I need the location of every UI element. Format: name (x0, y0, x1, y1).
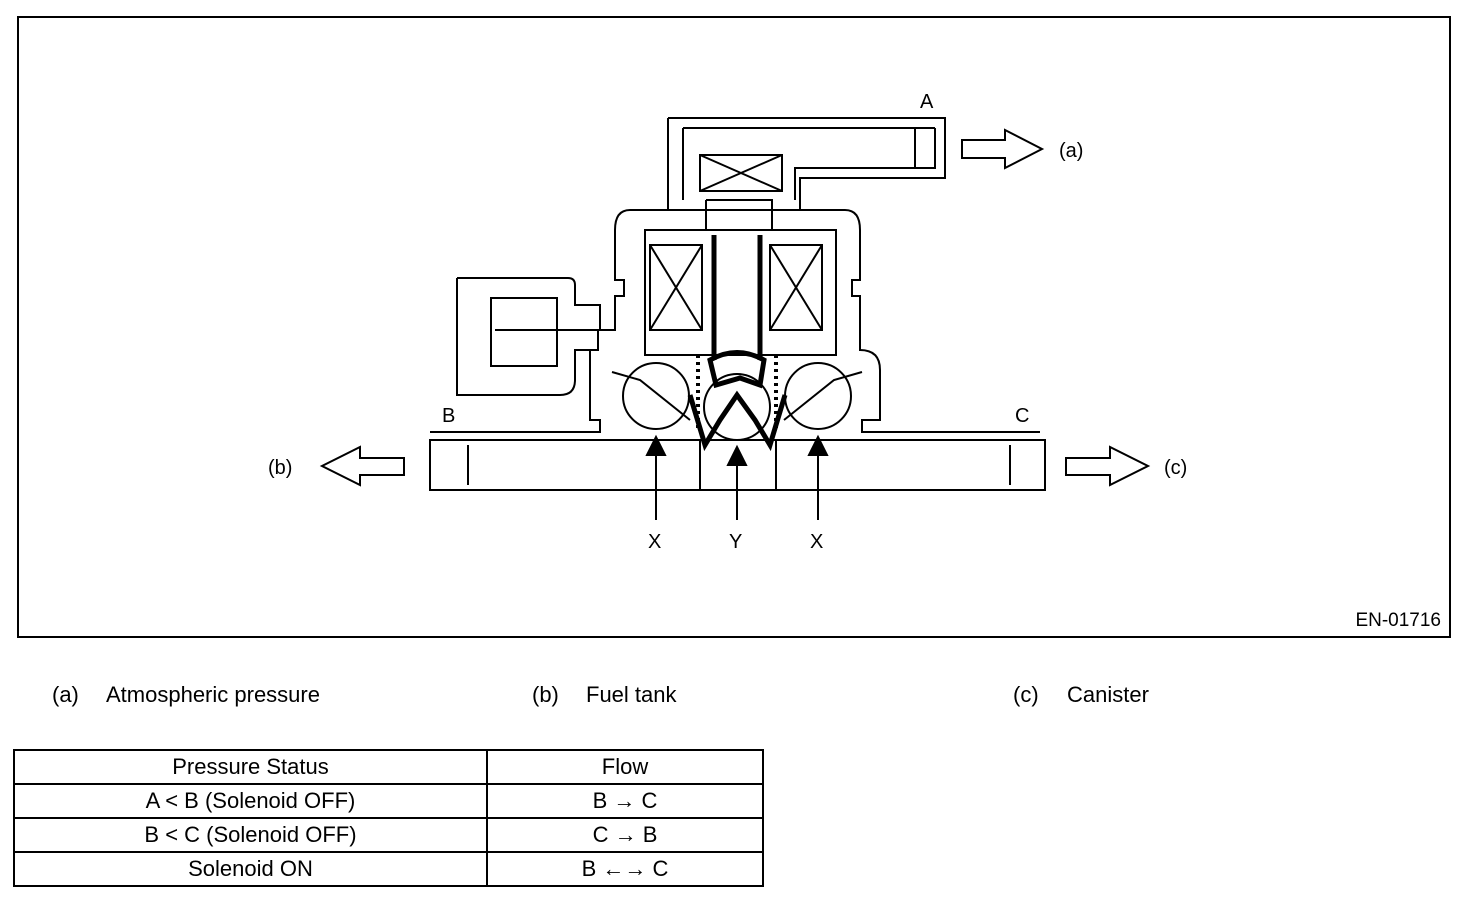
table-row: Solenoid ON B ←→ C (13, 851, 764, 887)
header-flow: Flow (486, 749, 764, 785)
table-header-row: Pressure Status Flow (13, 749, 764, 785)
legend-key: (c) (1013, 682, 1039, 707)
pointer-x-right (807, 434, 829, 520)
check-valve-center (703, 373, 771, 441)
valve-diagram: A B C (a) (b) (c) X Y X (268, 91, 1187, 553)
flow-table: Pressure Status Flow A < B (Solenoid OFF… (13, 749, 764, 887)
pipe-a (667, 117, 946, 210)
arrow-c (1065, 445, 1151, 487)
check-valve-right (783, 362, 863, 430)
legend-item-c: (c) Canister (1013, 682, 1149, 708)
legend-item-b: (b) Fuel tank (532, 682, 677, 708)
flow-cell: B ←→ C (486, 851, 764, 887)
pipe-b-c (429, 439, 1046, 491)
header-pressure-status: Pressure Status (13, 749, 488, 785)
port-a-label: A (920, 91, 934, 113)
solenoid-body (430, 199, 1040, 433)
flow-cell: C → B (486, 817, 764, 853)
top-coil (699, 154, 783, 192)
legend-text: Canister (1067, 682, 1149, 707)
pointer-x-left (645, 434, 667, 520)
legend-key: (b) (532, 682, 559, 707)
flow-c-label: (c) (1164, 457, 1187, 479)
legend-item-a: (a) Atmospheric pressure (52, 682, 320, 708)
main-coil-right (769, 244, 823, 331)
table-row: B < C (Solenoid OFF) C → B (13, 817, 764, 853)
legend-text: Atmospheric pressure (106, 682, 320, 707)
pointer-y (726, 444, 748, 520)
part-y-label: Y (729, 531, 742, 553)
table-row: A < B (Solenoid OFF) B → C (13, 783, 764, 819)
port-c-label: C (1015, 405, 1029, 427)
port-b-label: B (442, 405, 455, 427)
pressure-status-cell: A < B (Solenoid OFF) (13, 783, 488, 819)
plunger (687, 235, 788, 452)
arrow-b (319, 445, 405, 487)
figure-code: EN-01716 (1355, 610, 1441, 631)
part-x-right-label: X (810, 531, 823, 553)
diagram-frame: EN-01716 (17, 16, 1451, 638)
electrical-connector (456, 277, 601, 396)
pressure-status-cell: B < C (Solenoid OFF) (13, 817, 488, 853)
part-x-left-label: X (648, 531, 661, 553)
check-valve-left (611, 362, 691, 430)
main-coil-left (649, 244, 703, 331)
legend-text: Fuel tank (586, 682, 677, 707)
flow-cell: B → C (486, 783, 764, 819)
arrow-a (961, 128, 1045, 170)
flow-b-label: (b) (268, 457, 292, 479)
pressure-status-cell: Solenoid ON (13, 851, 488, 887)
legend-key: (a) (52, 682, 79, 707)
flow-a-label: (a) (1059, 140, 1083, 162)
